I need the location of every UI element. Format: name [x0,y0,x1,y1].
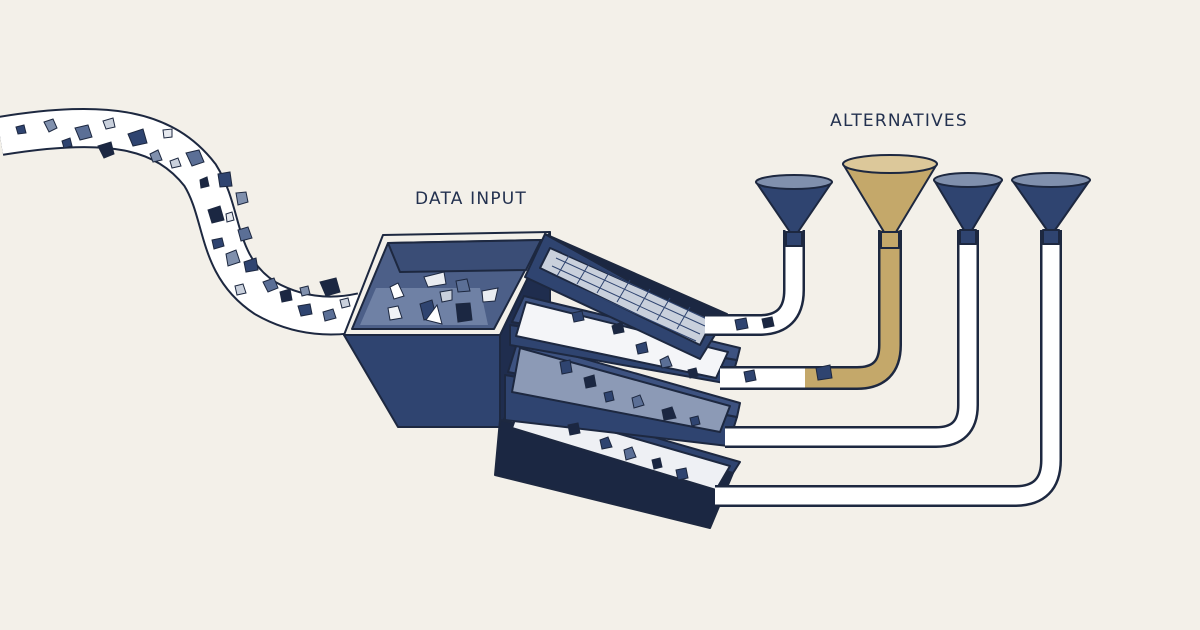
data-fragments-outputs [734,316,833,383]
alternatives-label: ALTERNATIVES [830,111,968,131]
funnel-icon [933,172,1003,245]
data-fragments-trays [559,310,701,481]
funnels [755,154,1091,249]
funnel-icon [755,174,833,247]
data-fragments-stream [15,117,351,322]
funnel-icon [1011,172,1091,245]
funnel-icon-highlighted [842,154,938,249]
data-input-label: DATA INPUT [415,189,527,209]
output-pipes [705,230,1062,507]
data-fragments-hopper [387,271,499,325]
sieve-mesh [547,251,710,342]
